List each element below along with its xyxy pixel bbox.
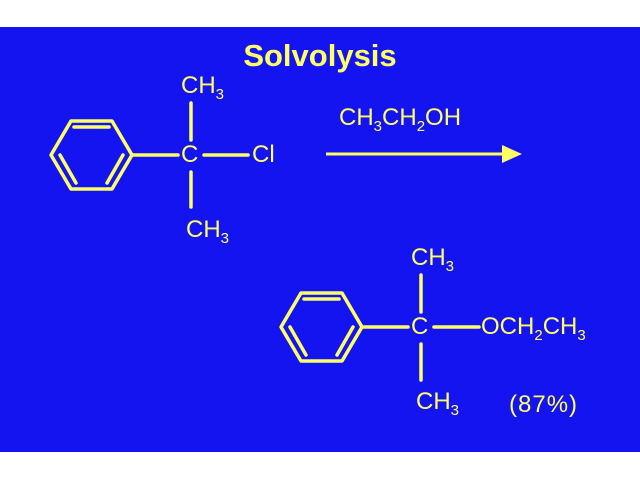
benzene-ring-icon (279, 291, 364, 363)
product-bottom-methyl: CH3 (416, 388, 460, 419)
slide-title: Solvolysis (243, 38, 397, 73)
reagent-ethanol: CH3CH2OH (339, 104, 462, 135)
reactant-chlorine: Cl (252, 141, 275, 168)
structure-drawing (49, 101, 522, 382)
reaction-arrow-icon (326, 145, 522, 163)
product-ethoxy-group: OCH2CH3 (481, 313, 586, 344)
yield-label: (87%) (509, 391, 579, 418)
reactant-bottom-methyl: CH3 (186, 216, 230, 247)
reactant-central-carbon: C (181, 141, 199, 168)
product-bonds (361, 273, 481, 382)
product-top-methyl: CH3 (411, 244, 455, 275)
slide: Solvolysis CH3 C Cl CH3 CH3CH2OH CH3 C O… (0, 27, 640, 452)
product-central-carbon: C (411, 313, 429, 340)
reactant-bonds (131, 101, 250, 209)
reactant-top-methyl: CH3 (181, 72, 225, 103)
benzene-ring-icon (49, 119, 134, 191)
